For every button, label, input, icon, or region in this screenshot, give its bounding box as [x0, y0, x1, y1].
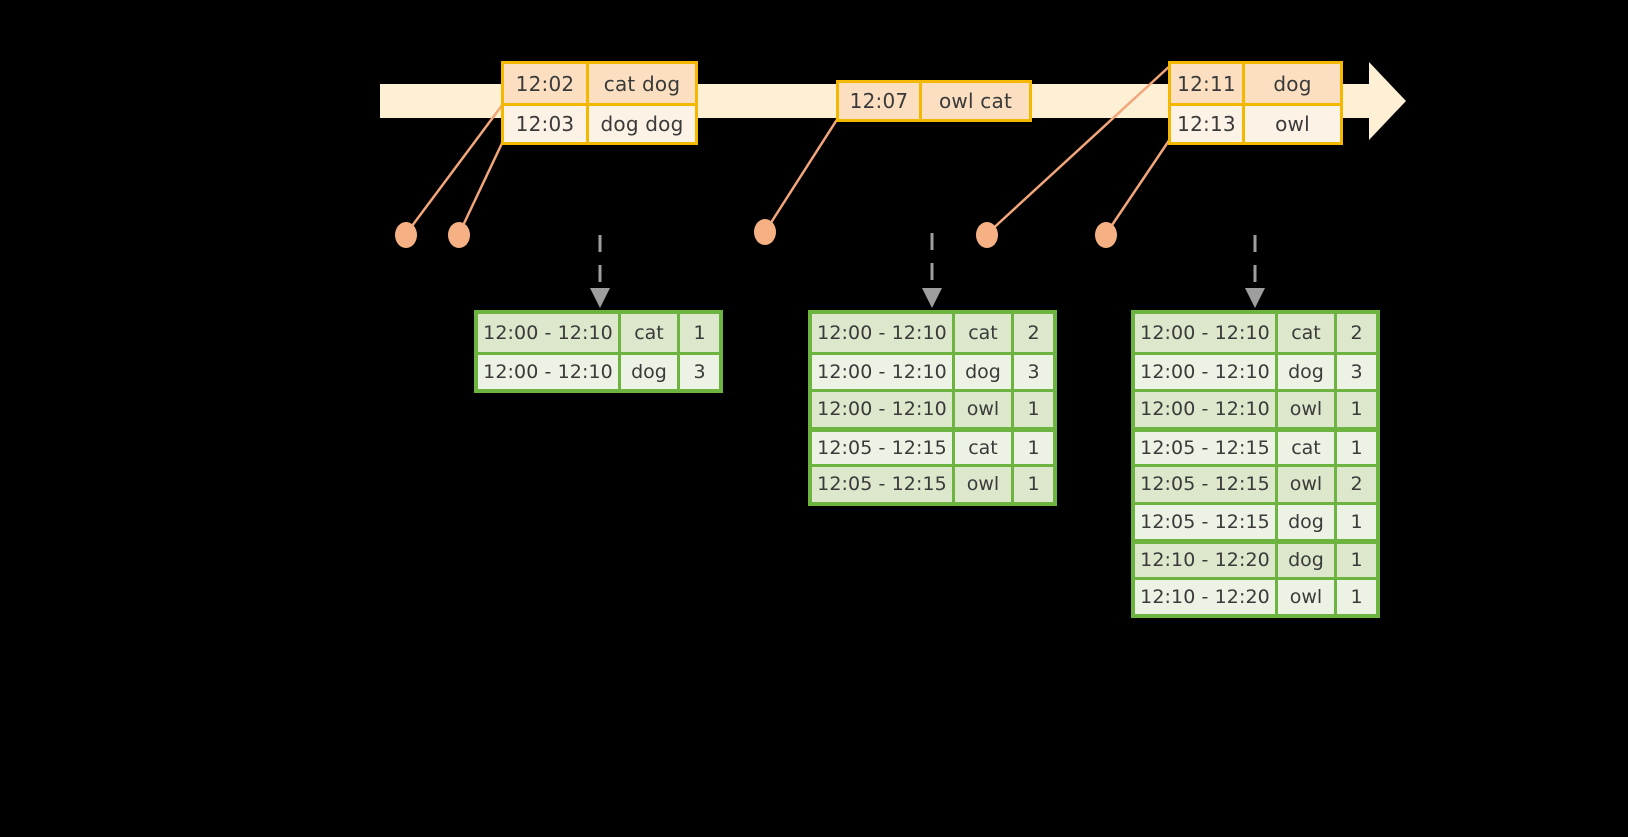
result-table-2: 12:00 - 12:10 cat 2 12:00 - 12:10 dog 3 … — [808, 310, 1057, 506]
result-window: 12:00 - 12:10 — [812, 314, 955, 352]
result-window: 12:00 - 12:10 — [1135, 354, 1278, 389]
dashed-arrow-1 — [590, 235, 610, 308]
result-key: cat — [1278, 314, 1337, 352]
result-table-3: 12:00 - 12:10 cat 2 12:00 - 12:10 dog 3 … — [1131, 310, 1380, 618]
event-row: 12:11 dog — [1171, 64, 1340, 103]
result-key: cat — [955, 314, 1014, 352]
result-window: 12:05 - 12:15 — [812, 431, 955, 464]
event-row: 12:02 cat dog — [504, 64, 695, 103]
connector-line-1 — [404, 103, 505, 235]
result-window: 12:05 - 12:15 — [812, 467, 955, 502]
table-row: 12:10 - 12:20 dog 1 — [1135, 539, 1376, 577]
table-row: 12:05 - 12:15 cat 1 — [1135, 426, 1376, 464]
event-words: owl — [1275, 112, 1310, 136]
result-window: 12:00 - 12:10 — [1135, 314, 1278, 352]
result-key: dog — [1278, 504, 1337, 539]
table-row: 12:00 - 12:10 cat 2 — [1135, 314, 1376, 352]
event-words: dog — [1273, 71, 1312, 96]
result-window: 12:00 - 12:10 — [1135, 392, 1278, 427]
result-window: 12:10 - 12:20 — [1135, 544, 1278, 577]
result-count: 2 — [1350, 321, 1363, 344]
result-key: owl — [1278, 467, 1337, 502]
result-key: cat — [621, 314, 680, 352]
event-box-3: 12:11 dog 12:13 owl — [1168, 61, 1343, 145]
result-count: 1 — [1027, 436, 1040, 459]
event-row: 12:03 dog dog — [504, 103, 695, 142]
result-count: 3 — [1350, 360, 1363, 383]
result-key: dog — [1278, 544, 1337, 577]
event-time: 12:03 — [504, 106, 589, 142]
result-window: 12:00 - 12:10 — [812, 392, 955, 427]
event-time: 12:07 — [839, 83, 922, 119]
result-key: dog — [621, 354, 680, 389]
result-count: 1 — [1350, 436, 1363, 459]
table-row: 12:05 - 12:15 cat 1 — [812, 426, 1053, 464]
event-dot-3 — [754, 219, 776, 245]
result-key: owl — [955, 392, 1014, 427]
table-row: 12:00 - 12:10 owl 1 — [812, 389, 1053, 427]
result-count: 3 — [1027, 360, 1040, 383]
result-count: 3 — [693, 360, 706, 383]
connector-line-5 — [1104, 138, 1172, 235]
event-words: cat dog — [603, 71, 681, 96]
result-count: 2 — [1027, 321, 1040, 344]
event-dot-1 — [395, 222, 417, 248]
table-row: 12:05 - 12:15 owl 2 — [1135, 464, 1376, 502]
result-key: owl — [1278, 579, 1337, 614]
dashed-arrow-2 — [922, 233, 942, 308]
result-key: owl — [1278, 392, 1337, 427]
result-key: cat — [955, 431, 1014, 464]
result-count: 1 — [1350, 510, 1363, 533]
table-row: 12:05 - 12:15 dog 1 — [1135, 501, 1376, 539]
table-row: 12:00 - 12:10 dog 3 — [478, 351, 719, 389]
event-dot-2 — [448, 222, 470, 248]
result-count: 2 — [1350, 473, 1363, 496]
event-box-2: 12:07 owl cat — [836, 80, 1032, 122]
result-count: 1 — [1350, 549, 1363, 572]
result-window: 12:05 - 12:15 — [1135, 431, 1278, 464]
event-words: dog dog — [600, 112, 684, 136]
event-words: owl cat — [938, 89, 1012, 113]
result-count: 1 — [1027, 398, 1040, 421]
event-time: 12:13 — [1171, 106, 1245, 142]
result-key: dog — [955, 354, 1014, 389]
table-row: 12:05 - 12:15 owl 1 — [812, 464, 1053, 502]
result-window: 12:00 - 12:10 — [478, 314, 621, 352]
table-row: 12:00 - 12:10 owl 1 — [1135, 389, 1376, 427]
table-row: 12:00 - 12:10 dog 3 — [1135, 351, 1376, 389]
connector-line-2 — [457, 138, 506, 235]
result-key: cat — [1278, 431, 1337, 464]
table-row: 12:00 - 12:10 cat 2 — [812, 314, 1053, 352]
result-count: 1 — [693, 321, 706, 344]
result-count: 1 — [1350, 585, 1363, 608]
event-time: 12:11 — [1171, 64, 1245, 103]
result-count: 1 — [1027, 473, 1040, 496]
result-window: 12:05 - 12:15 — [1135, 467, 1278, 502]
event-time: 12:02 — [504, 64, 589, 103]
table-row: 12:00 - 12:10 cat 1 — [478, 314, 719, 352]
table-row: 12:00 - 12:10 dog 3 — [812, 351, 1053, 389]
connector-line-3 — [763, 117, 840, 233]
event-row: 12:13 owl — [1171, 103, 1340, 142]
result-count: 1 — [1350, 398, 1363, 421]
result-window: 12:10 - 12:20 — [1135, 579, 1278, 614]
result-key: dog — [1278, 354, 1337, 389]
dashed-arrow-3 — [1245, 235, 1265, 308]
event-dot-4 — [976, 222, 998, 248]
result-key: owl — [955, 467, 1014, 502]
event-dot-5 — [1095, 222, 1117, 248]
event-box-1: 12:02 cat dog 12:03 dog dog — [501, 61, 698, 145]
result-window: 12:05 - 12:15 — [1135, 504, 1278, 539]
result-window: 12:00 - 12:10 — [478, 354, 621, 389]
result-window: 12:00 - 12:10 — [812, 354, 955, 389]
result-table-1: 12:00 - 12:10 cat 1 12:00 - 12:10 dog 3 — [474, 310, 723, 393]
event-row: 12:07 owl cat — [839, 83, 1029, 119]
table-row: 12:10 - 12:20 owl 1 — [1135, 576, 1376, 614]
